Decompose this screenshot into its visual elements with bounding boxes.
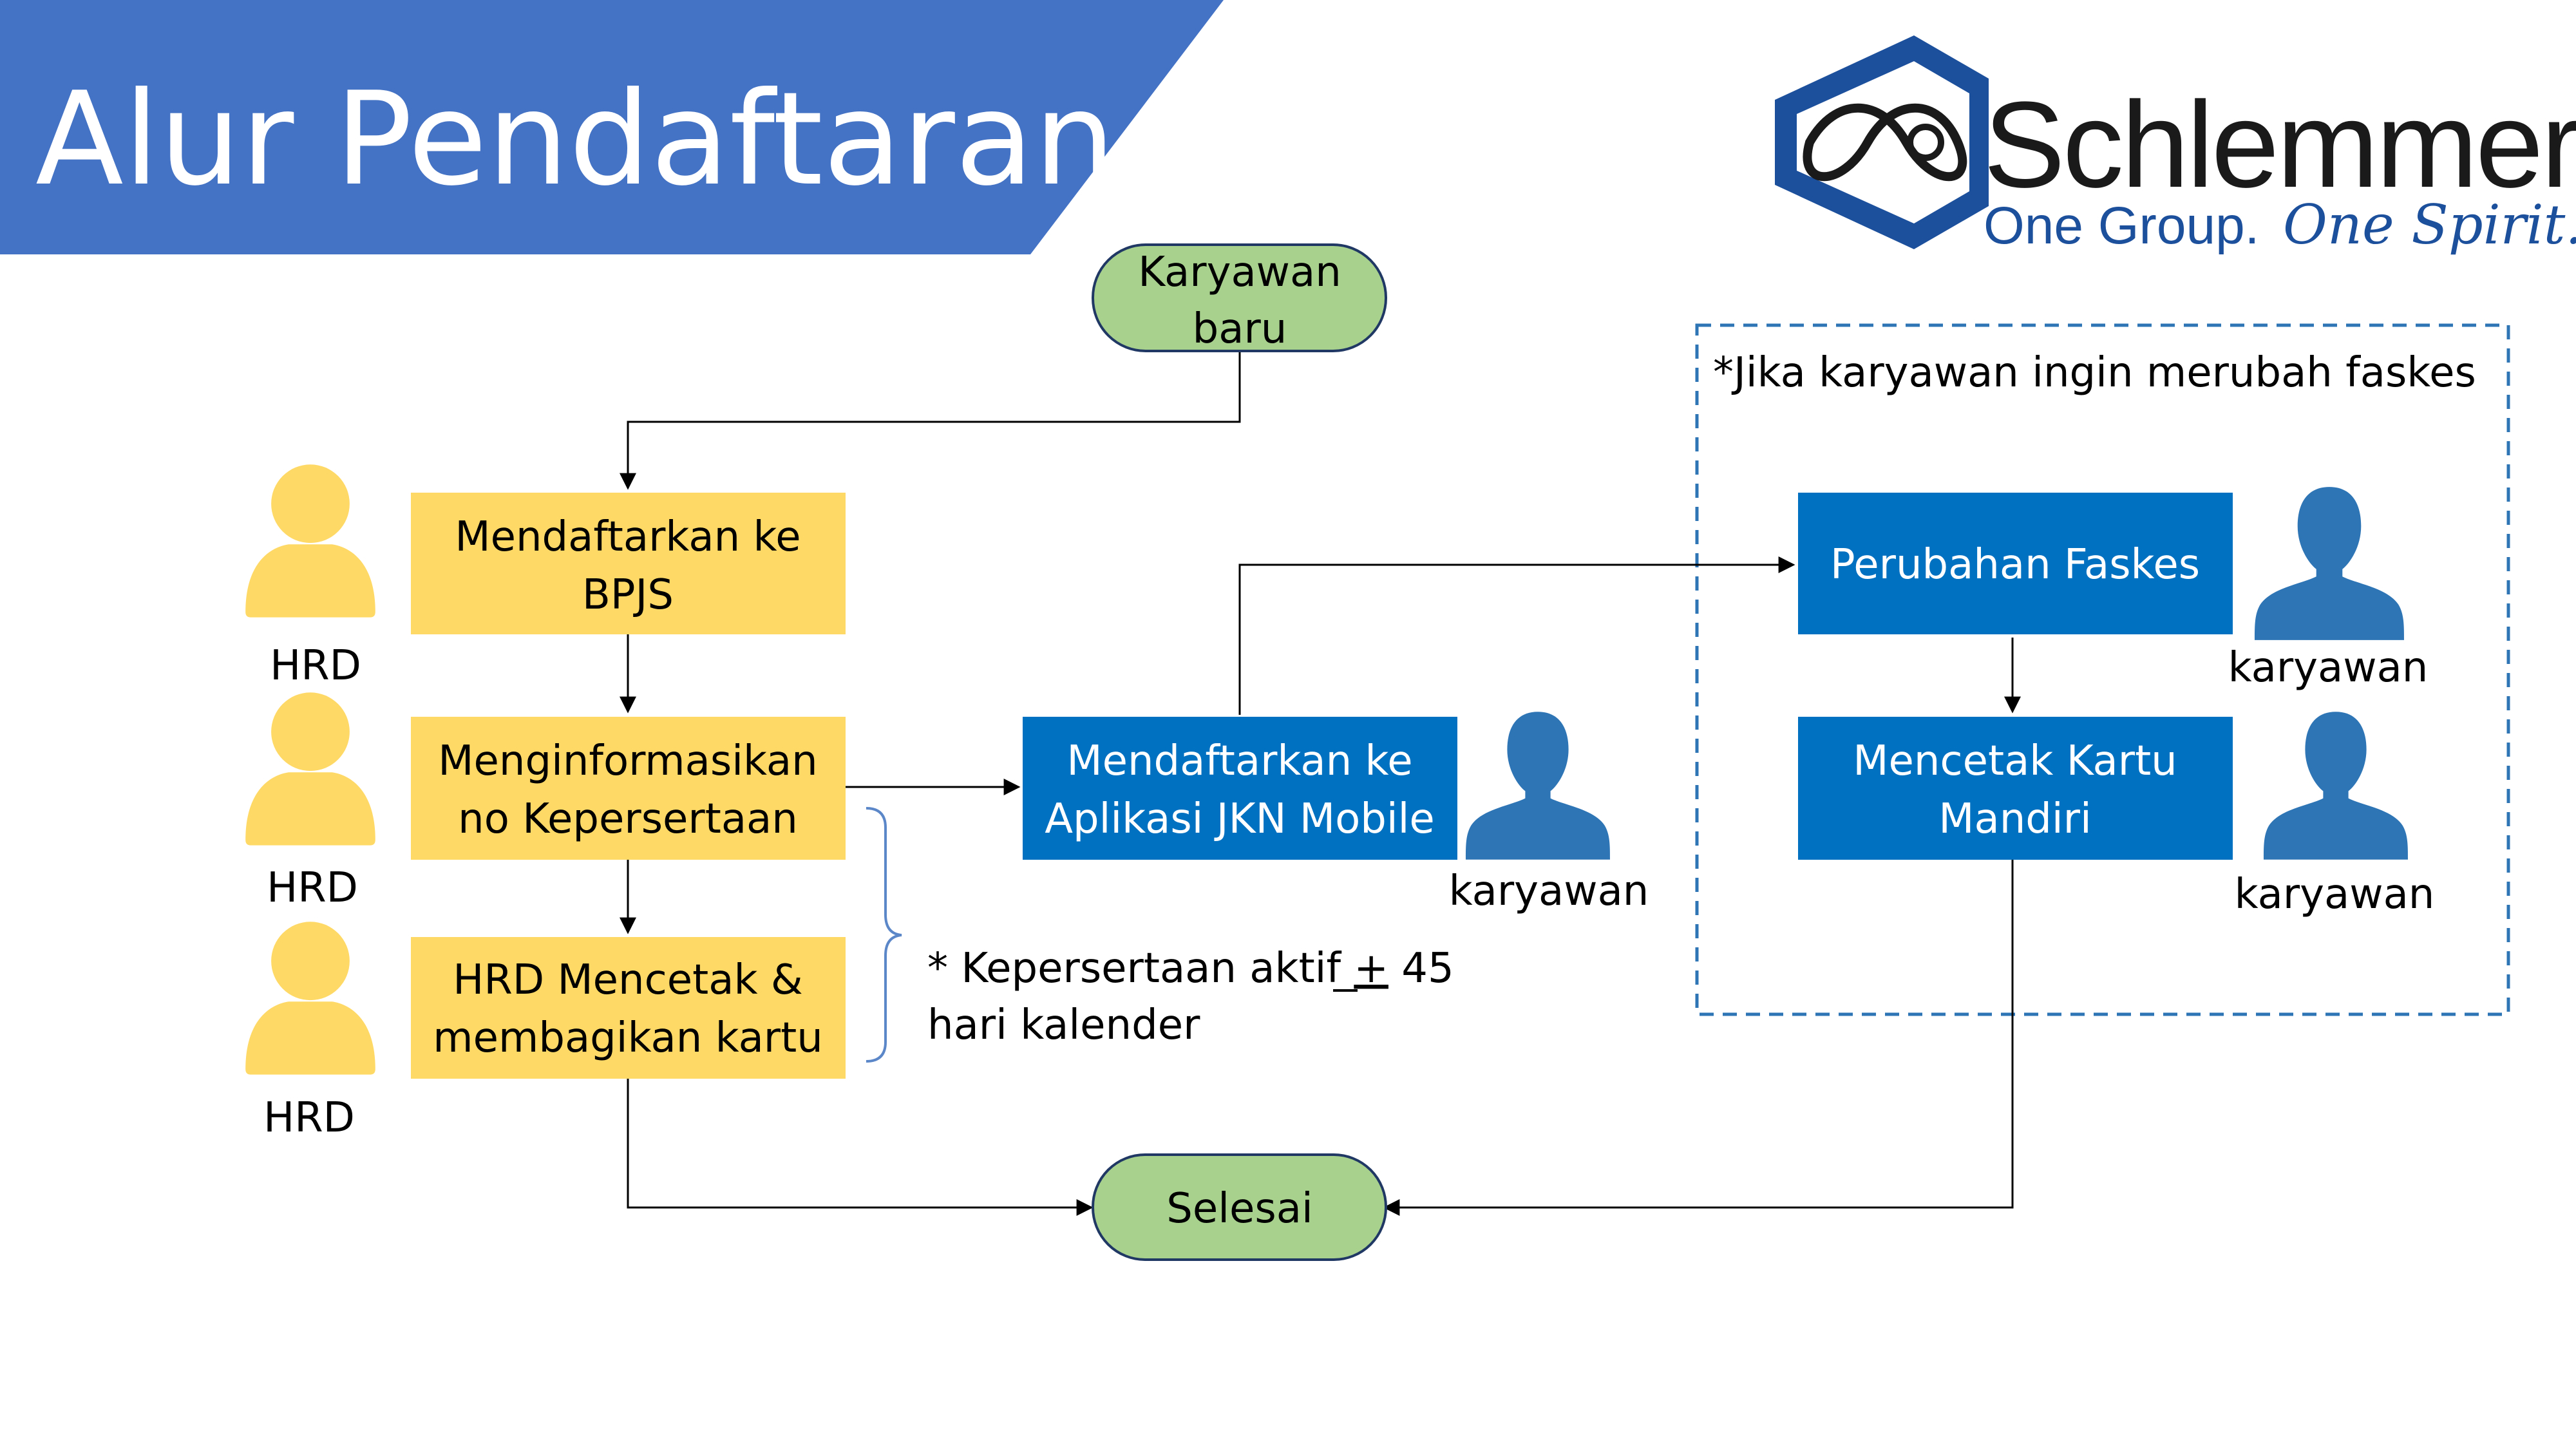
kepesertaan-note-prefix: * Kepersertaan aktif bbox=[927, 945, 1354, 992]
schlemmer-logo: Schlemmer One Group. One Spirit. bbox=[1775, 35, 2576, 256]
node-cetak-line1: HRD Mencetak & bbox=[453, 956, 803, 1004]
schlemmer-logo-mark-icon bbox=[1775, 35, 1989, 249]
node-mandiri-line2: Mandiri bbox=[1938, 795, 2092, 843]
arrow-jkn-to-faskes bbox=[1238, 556, 1795, 715]
kepesertaan-note-suffix: 45 bbox=[1388, 945, 1454, 992]
person-icon bbox=[2255, 487, 2404, 640]
faskes-group-note: *Jika karyawan ingin merubah faskes bbox=[1713, 349, 2476, 397]
page-title: Alur Pendaftaran bbox=[35, 64, 1115, 214]
actor-hrd-2: HRD bbox=[267, 864, 358, 912]
node-cetak-mandiri: Mencetak Kartu Mandiri bbox=[1798, 717, 2233, 860]
node-cetak-kartu: HRD Mencetak & membagikan kartu bbox=[411, 937, 846, 1079]
faskes-change-group bbox=[1695, 323, 2510, 1016]
node-jkn-line1: Mendaftarkan ke bbox=[1066, 737, 1412, 785]
logo-tagline-1: One Group. bbox=[1984, 196, 2259, 255]
node-mandiri-line1: Mencetak Kartu bbox=[1853, 737, 2177, 785]
arrow-cetak-to-end bbox=[627, 1079, 1094, 1216]
node-start-line1: Karyawan bbox=[1138, 249, 1341, 296]
node-daftar-bpjs: Mendaftarkan ke BPJS bbox=[411, 493, 846, 634]
node-end: Selesai bbox=[1092, 1153, 1387, 1261]
node-perubahan-faskes: Perubahan Faskes bbox=[1798, 493, 2233, 634]
actor-hrd-3: HRD bbox=[263, 1094, 355, 1142]
node-info-line2: no Kepersertaan bbox=[458, 795, 798, 843]
title-banner bbox=[0, 0, 1224, 254]
logo-brand-text: Schlemmer bbox=[1984, 77, 2576, 213]
person-icon bbox=[2264, 712, 2408, 860]
node-cetak-line2: membagikan kartu bbox=[433, 1014, 823, 1062]
arrow-mandiri-to-end bbox=[1383, 860, 2014, 1216]
kepesertaan-note: * Kepersertaan aktif + 45 bbox=[927, 945, 1454, 992]
logo-tagline-2: One Spirit. bbox=[2283, 193, 2576, 256]
node-info-line1: Menginformasikan bbox=[438, 737, 817, 785]
person-icon bbox=[245, 464, 375, 618]
node-start: Karyawan baru bbox=[1092, 243, 1387, 353]
arrow-start-to-bpjs bbox=[620, 351, 1241, 490]
kepesertaan-brace bbox=[866, 807, 902, 1063]
node-start-line2: baru bbox=[1193, 305, 1287, 353]
person-icon bbox=[245, 922, 375, 1075]
person-icon bbox=[245, 692, 375, 846]
node-faskes-line1: Perubahan Faskes bbox=[1830, 541, 2200, 589]
node-daftar-jkn: Mendaftarkan ke Aplikasi JKN Mobile bbox=[1023, 717, 1457, 860]
connectors bbox=[620, 351, 2021, 1216]
node-info-kepesertaan: Menginformasikan no Kepersertaan bbox=[411, 717, 846, 860]
actor-karyawan-jkn: karyawan bbox=[1449, 867, 1649, 915]
kepesertaan-note-pm: + bbox=[1354, 945, 1388, 992]
actor-hrd-1: HRD bbox=[270, 642, 361, 690]
node-daftar-bpjs-line2: BPJS bbox=[582, 571, 674, 619]
node-jkn-line2: Aplikasi JKN Mobile bbox=[1045, 795, 1435, 843]
kepesertaan-note-line2: hari kalender bbox=[927, 1001, 1200, 1049]
node-end-line1: Selesai bbox=[1166, 1185, 1313, 1233]
actor-karyawan-mandiri: karyawan bbox=[2235, 871, 2435, 918]
person-icon bbox=[1466, 712, 1610, 860]
actor-karyawan-faskes: karyawan bbox=[2228, 644, 2429, 692]
node-daftar-bpjs-line1: Mendaftarkan ke bbox=[455, 513, 800, 561]
